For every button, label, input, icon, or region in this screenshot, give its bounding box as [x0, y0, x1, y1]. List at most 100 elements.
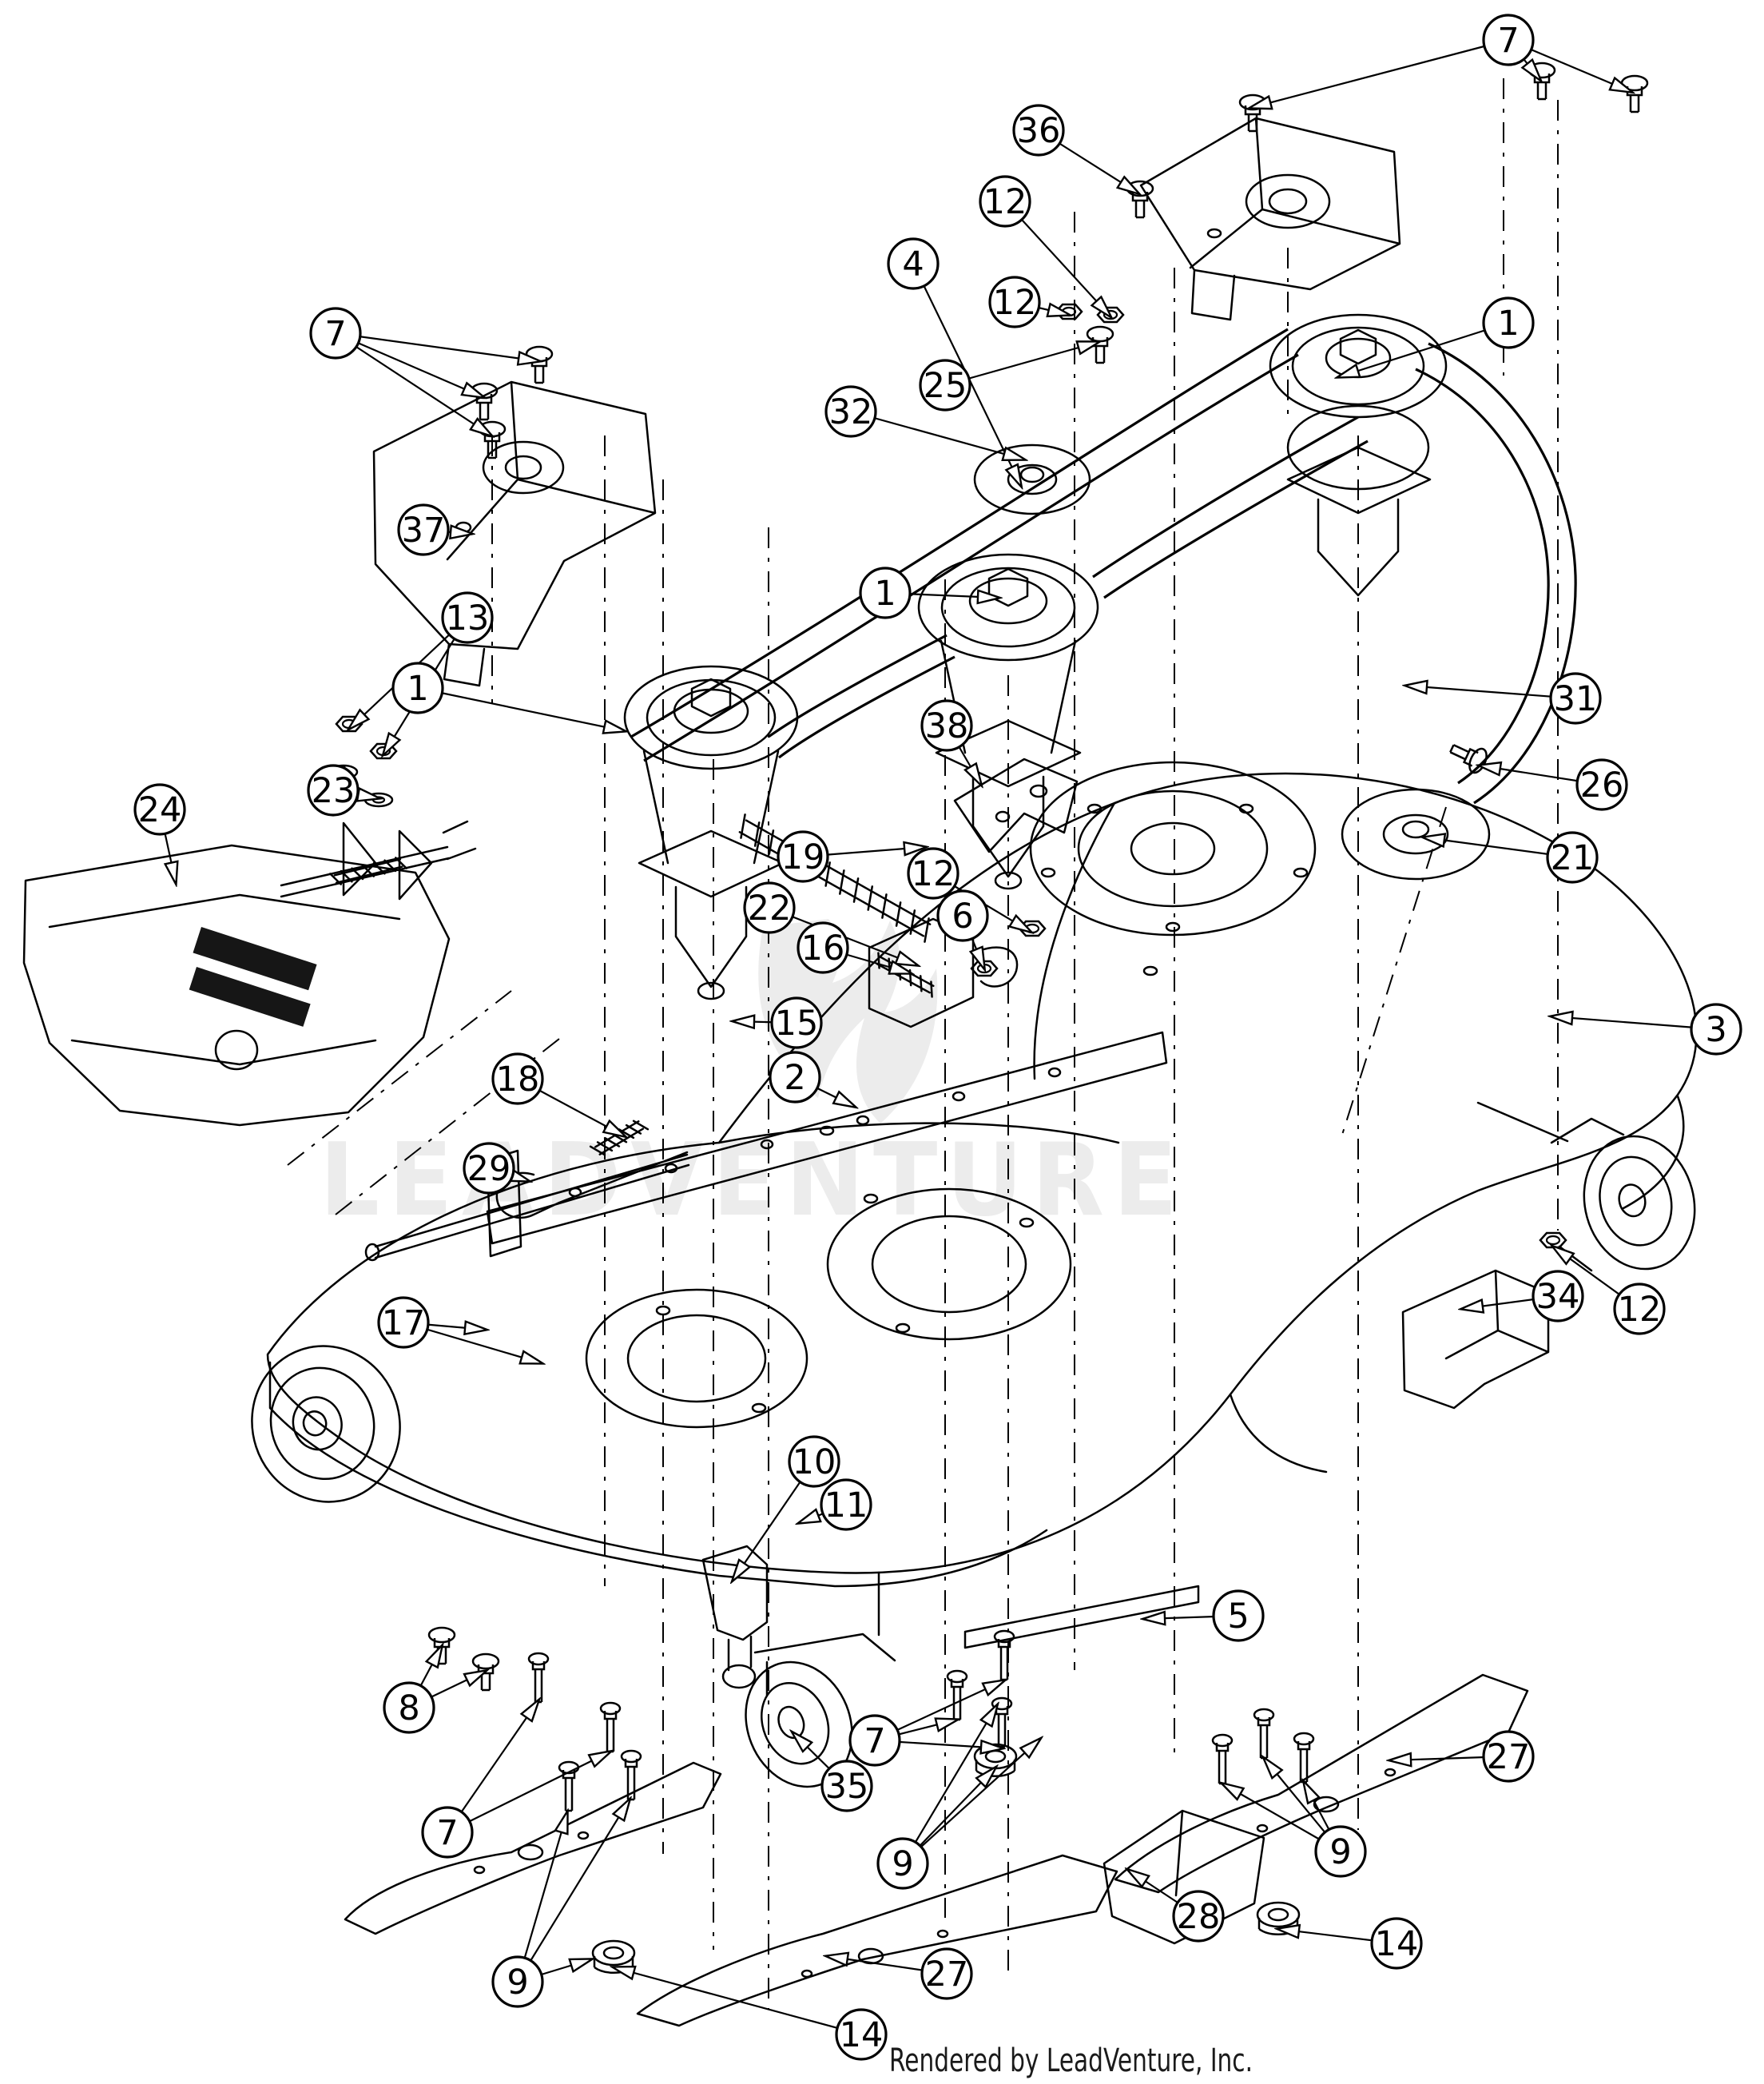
rear-hanger-bracket — [1401, 1269, 1550, 1410]
callout-9: 9 — [1314, 1825, 1367, 1878]
fastener-glyph — [369, 742, 398, 760]
leader-line-14 — [614, 1967, 862, 2036]
leader-line-9 — [902, 1739, 1040, 1864]
fastener-glyph — [1055, 303, 1083, 320]
callout-1: 1 — [859, 567, 912, 619]
fastener-glyph — [1620, 74, 1649, 113]
fastener-glyph — [525, 345, 554, 384]
svg-text:18: 18 — [496, 1060, 540, 1100]
callout-13: 13 — [441, 591, 494, 644]
svg-text:36: 36 — [1017, 111, 1061, 151]
fastener-glyph — [973, 1743, 1018, 1777]
fastener-glyph — [364, 792, 394, 808]
callout-11: 11 — [820, 1478, 872, 1531]
callout-22: 22 — [743, 881, 796, 934]
svg-text:38: 38 — [925, 706, 969, 746]
callout-15: 15 — [770, 996, 823, 1049]
svg-text:11: 11 — [824, 1485, 868, 1525]
svg-text:13: 13 — [446, 599, 490, 638]
deck-skirt — [268, 1095, 1685, 1637]
callout-12: 12 — [979, 175, 1031, 228]
svg-text:19: 19 — [781, 837, 825, 877]
watermark-text: LEADVENTURE — [320, 1121, 1186, 1239]
callout-12: 12 — [1613, 1283, 1666, 1335]
fastener-glyph — [335, 715, 364, 733]
callout-14: 14 — [1370, 1917, 1423, 1970]
svg-text:5: 5 — [1227, 1597, 1249, 1637]
callout-36: 36 — [1012, 104, 1065, 157]
callout-3: 3 — [1690, 1003, 1742, 1056]
callout-38: 38 — [920, 699, 973, 752]
callout-10: 10 — [788, 1435, 840, 1488]
fastener-glyph — [471, 1652, 500, 1692]
svg-text:29: 29 — [467, 1149, 511, 1189]
svg-text:6: 6 — [952, 897, 973, 937]
leader-line-7 — [447, 1752, 610, 1833]
fastener-glyph — [599, 1701, 622, 1753]
callout-25: 25 — [919, 359, 971, 412]
fastener-glyph — [1096, 306, 1125, 324]
leader-line-7 — [335, 332, 483, 397]
svg-text:12: 12 — [1618, 1290, 1662, 1330]
fastener-glyph — [1539, 1231, 1567, 1249]
callout-12: 12 — [988, 276, 1041, 328]
leader-line-7 — [335, 332, 491, 435]
svg-text:8: 8 — [398, 1688, 419, 1728]
callout-7: 7 — [421, 1806, 474, 1859]
idler-bracket — [953, 758, 1079, 853]
spindle-ring-right — [1029, 761, 1317, 937]
leader-line-9 — [516, 1812, 567, 1983]
svg-text:7: 7 — [1497, 21, 1519, 61]
spindle-assembly-right — [1269, 313, 1448, 597]
leader-line-9 — [517, 1800, 630, 1983]
callout-7: 7 — [1482, 14, 1535, 66]
callout-24: 24 — [133, 783, 186, 836]
callout-12: 12 — [907, 847, 959, 900]
svg-text:21: 21 — [1551, 838, 1595, 878]
watermark: LEADVENTURE — [320, 919, 1186, 1239]
svg-text:25: 25 — [924, 366, 967, 406]
fastener-glyph — [470, 382, 499, 421]
svg-text:34: 34 — [1536, 1277, 1580, 1317]
callout-28: 28 — [1172, 1890, 1225, 1943]
callout-leader-lines — [158, 38, 1717, 2036]
svg-text:26: 26 — [1580, 766, 1624, 805]
spindle-assembly-center — [917, 553, 1099, 890]
fastener-glyph — [427, 1626, 456, 1665]
blade-center — [636, 1854, 1118, 2027]
fastener-glyph — [1293, 1732, 1315, 1784]
callout-32: 32 — [824, 385, 877, 438]
callout-9: 9 — [491, 1955, 544, 2008]
fastener-glyph — [1211, 1733, 1234, 1785]
callout-34: 34 — [1532, 1270, 1584, 1322]
fastener-glyph — [1445, 736, 1492, 777]
callout-21: 21 — [1546, 831, 1599, 884]
roller-spacer-bar — [963, 1585, 1200, 1649]
leader-line-25 — [944, 342, 1099, 387]
callout-5: 5 — [1212, 1589, 1265, 1642]
callout-31: 31 — [1549, 672, 1602, 725]
svg-text:27: 27 — [925, 1955, 969, 1995]
svg-text:22: 22 — [748, 889, 792, 929]
svg-text:1: 1 — [874, 574, 896, 614]
svg-text:35: 35 — [825, 1767, 869, 1807]
chute-warning-label — [193, 927, 317, 991]
front-frame-bar — [486, 1031, 1168, 1258]
svg-text:27: 27 — [1487, 1737, 1531, 1777]
svg-text:10: 10 — [793, 1442, 836, 1482]
assembly-centerlines — [287, 78, 1559, 2010]
callout-14: 14 — [835, 2008, 888, 2061]
leader-line-7 — [447, 1700, 538, 1833]
callout-1: 1 — [391, 662, 444, 714]
svg-text:1: 1 — [407, 669, 428, 709]
callout-18: 18 — [491, 1052, 544, 1105]
callout-27: 27 — [920, 1947, 973, 2000]
svg-text:7: 7 — [436, 1813, 458, 1853]
fastener-glyph — [1528, 62, 1556, 101]
svg-text:28: 28 — [1177, 1897, 1221, 1937]
svg-text:9: 9 — [892, 1844, 913, 1884]
svg-text:17: 17 — [382, 1303, 426, 1343]
